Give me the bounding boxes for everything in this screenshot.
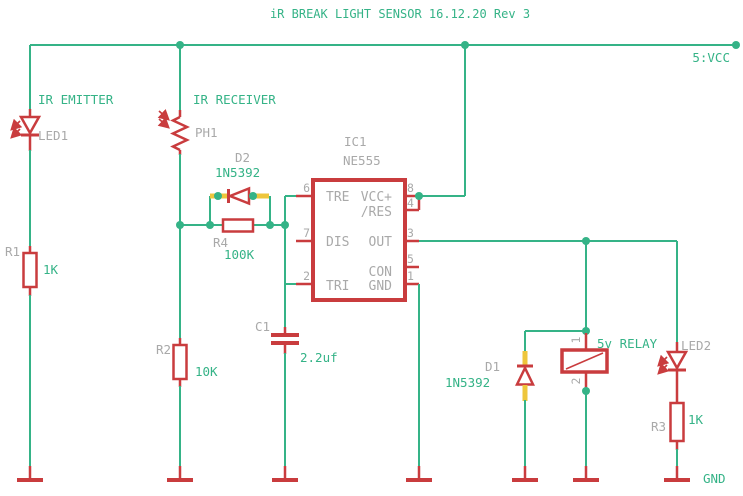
junction-dot — [582, 327, 590, 335]
ph1-symbol[interactable] — [157, 108, 190, 155]
ph1-branch: IR RECEIVER PH1 R2 10K — [156, 45, 276, 467]
led2-symbol[interactable] — [657, 342, 689, 404]
pin-name: TRE — [326, 190, 349, 205]
ground-symbols: GND — [17, 466, 726, 486]
led1-ref: LED1 — [38, 128, 68, 143]
d2-value: 1N5392 — [215, 165, 260, 180]
pin-name: /RES — [361, 205, 392, 220]
junction-dot — [176, 221, 184, 229]
led2-ref: LED2 — [681, 338, 711, 353]
ir-emitter-label: IR EMITTER — [38, 92, 114, 107]
pin-name: TRI — [326, 279, 349, 294]
r1-symbol[interactable] — [22, 246, 38, 296]
led1-branch: IR EMITTER LED1 R1 1K — [5, 45, 114, 467]
led-emit-arrow-icon — [657, 362, 670, 375]
r4-value: 100K — [224, 247, 255, 262]
led-emit-arrow-icon — [10, 126, 23, 139]
d1-value: 1N5392 — [445, 375, 490, 390]
junction-dot — [415, 192, 423, 200]
pin-name: OUT — [369, 235, 393, 250]
rc-network: D2 1N5392 R4 100K — [176, 150, 289, 262]
vcc-rail[interactable]: 5:VCC — [30, 41, 740, 65]
d1-ref: D1 — [485, 359, 500, 374]
gnd-symbol[interactable] — [17, 466, 43, 482]
relay-pin1-number: 1 — [569, 336, 583, 343]
d1-branch: D1 1N5392 — [445, 330, 586, 467]
led-emit-arrow-icon — [10, 118, 23, 131]
r3-ref: R3 — [651, 419, 666, 434]
r4-ref: R4 — [213, 235, 228, 250]
junction-dot — [266, 221, 274, 229]
relay-pin2-number: 2 — [569, 378, 583, 385]
ir-receiver-label: IR RECEIVER — [193, 92, 276, 107]
vcc-label: 5:VCC — [692, 50, 730, 65]
schematic-title: iR BREAK LIGHT SENSOR 16.12.20 Rev 3 — [270, 7, 530, 21]
led-emit-arrow-icon — [657, 354, 670, 367]
d2-symbol[interactable] — [226, 186, 251, 206]
pin-number: 2 — [303, 269, 310, 283]
c1-value: 2.2uf — [300, 350, 338, 365]
out-net — [419, 237, 678, 343]
light-in-arrow-icon — [157, 108, 170, 121]
c1-symbol[interactable] — [271, 327, 299, 354]
pin-name: GND — [369, 279, 393, 294]
ic1-symbol[interactable]: IC1 NE555 6 7 2 8 4 3 5 1 TRE VCC+ /RES … — [296, 134, 421, 302]
relay-coil-diagonal — [565, 352, 604, 370]
led1-symbol[interactable] — [10, 109, 42, 151]
pin-number: 3 — [407, 226, 414, 240]
r3-value: 1K — [688, 412, 704, 427]
pin-number: 6 — [303, 181, 310, 195]
pin-number: 4 — [407, 196, 414, 210]
r2-value: 10K — [195, 364, 218, 379]
junction-dot — [206, 221, 214, 229]
pin-name: VCC+ — [361, 190, 392, 205]
pin-number: 8 — [407, 181, 414, 195]
gnd-symbol[interactable] — [272, 466, 298, 482]
gnd-symbol[interactable] — [406, 466, 432, 482]
pin-number: 1 — [407, 269, 414, 283]
light-in-arrow-icon — [157, 116, 170, 129]
junction-dot — [214, 192, 222, 200]
led2-branch: LED2 R3 1K — [651, 338, 711, 467]
pin-number: 5 — [407, 252, 414, 266]
r1-ref: R1 — [5, 244, 20, 259]
junction-dot — [249, 192, 257, 200]
gnd-symbol[interactable] — [167, 466, 193, 482]
trigger-branch: C1 2.2uf — [255, 195, 338, 467]
d2-ref: D2 — [235, 150, 250, 165]
r4-symbol[interactable] — [221, 218, 255, 233]
relay-branch: 1 2 5v RELAY — [560, 327, 658, 467]
gnd-symbol[interactable] — [573, 466, 599, 482]
ic1-ref: IC1 — [344, 134, 367, 149]
ph1-ref: PH1 — [195, 125, 218, 140]
c1-ref: C1 — [255, 319, 270, 334]
r3-symbol[interactable] — [669, 401, 685, 450]
ic1-value: NE555 — [343, 153, 381, 168]
gnd-symbol[interactable] — [512, 466, 538, 482]
d1-symbol[interactable] — [515, 364, 535, 386]
pin-number: 7 — [303, 226, 310, 240]
junction-dot — [732, 41, 740, 49]
gnd-symbol[interactable] — [664, 466, 690, 482]
r1-value: 1K — [43, 262, 59, 277]
r2-ref: R2 — [156, 342, 171, 357]
relay-symbol[interactable] — [560, 333, 609, 389]
r2-symbol[interactable] — [172, 338, 188, 387]
vcc-feed — [415, 45, 466, 200]
relay-label: 5v RELAY — [597, 336, 658, 351]
pin-name: DIS — [326, 235, 349, 250]
pin-name: CON — [369, 265, 392, 280]
gnd-label: GND — [703, 471, 726, 486]
